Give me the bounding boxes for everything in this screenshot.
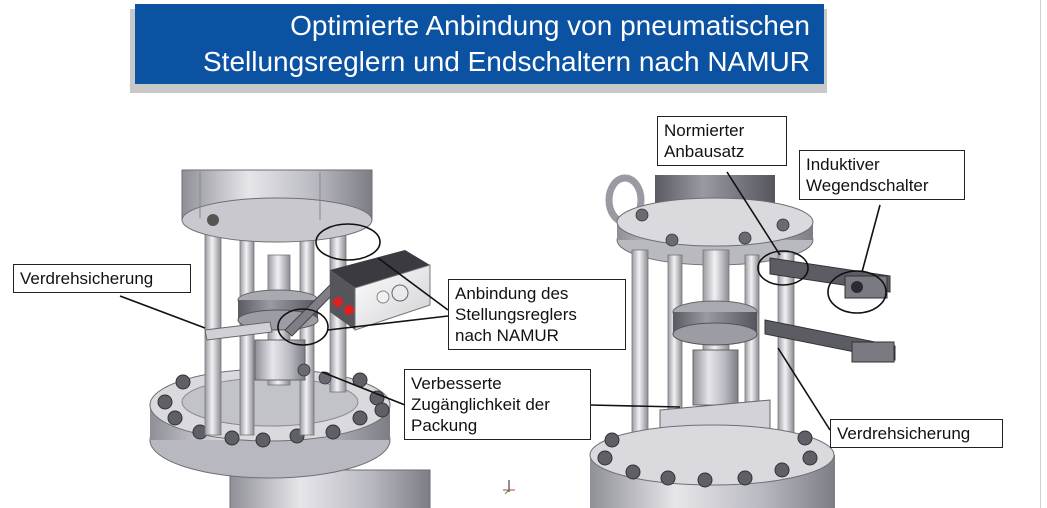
- leader-verbesserte-right: [589, 404, 681, 408]
- label-line: Zugänglichkeit der: [411, 395, 550, 414]
- leader-anbindung-2: [327, 315, 449, 331]
- label-induktiver: Induktiver Wegendschalter: [799, 150, 965, 200]
- leader-anbindung-1: [377, 257, 449, 311]
- leader-verbesserte-left: [321, 371, 406, 406]
- label-normierter: Normierter Anbausatz: [657, 116, 787, 166]
- callouts: [119, 171, 887, 431]
- label-line: Verbesserte: [411, 374, 502, 393]
- left-valve: [149, 169, 431, 508]
- label-verdrehsicherung-left: Verdrehsicherung: [13, 264, 191, 293]
- label-line: Wegendschalter: [806, 176, 929, 195]
- label-line: Induktiver: [806, 155, 880, 174]
- axis-marker: [503, 480, 515, 495]
- leader-normierter: [726, 171, 781, 256]
- label-text: Verdrehsicherung: [837, 424, 971, 443]
- label-verdrehsicherung-right: Verdrehsicherung: [830, 419, 1003, 448]
- right-valve: [589, 174, 896, 508]
- callout-ellipse-bracket-top: [315, 223, 381, 261]
- label-line: Normierter: [664, 121, 745, 140]
- positioner-box: [330, 250, 431, 331]
- slide-title: Optimierte Anbindung von pneumatischen S…: [135, 4, 824, 84]
- title-line-1: Optimierte Anbindung von pneumatischen: [290, 10, 810, 41]
- slide-edge: [1040, 0, 1041, 508]
- leader-verdrehsicherung-left: [119, 295, 206, 329]
- label-text: Verdrehsicherung: [20, 269, 154, 288]
- label-line: Stellungsreglers: [455, 305, 577, 324]
- label-anbindung: Anbindung des Stellungsreglers nach NAMU…: [448, 279, 626, 350]
- label-line: nach NAMUR: [455, 326, 559, 345]
- label-line: Anbindung des: [455, 284, 569, 303]
- callout-ellipse-bracket-low: [277, 308, 329, 346]
- label-verbesserte: Verbesserte Zugänglichkeit der Packung: [404, 369, 591, 440]
- leader-induktiver: [861, 204, 881, 273]
- leader-verdrehsicherung-right: [777, 347, 831, 431]
- label-line: Packung: [411, 416, 478, 435]
- label-line: Anbausatz: [664, 142, 745, 161]
- title-line-2: Stellungsreglern und Endschaltern nach N…: [203, 46, 810, 77]
- callout-ellipse-anbausatz: [757, 250, 809, 286]
- callout-ellipse-switch: [827, 270, 887, 314]
